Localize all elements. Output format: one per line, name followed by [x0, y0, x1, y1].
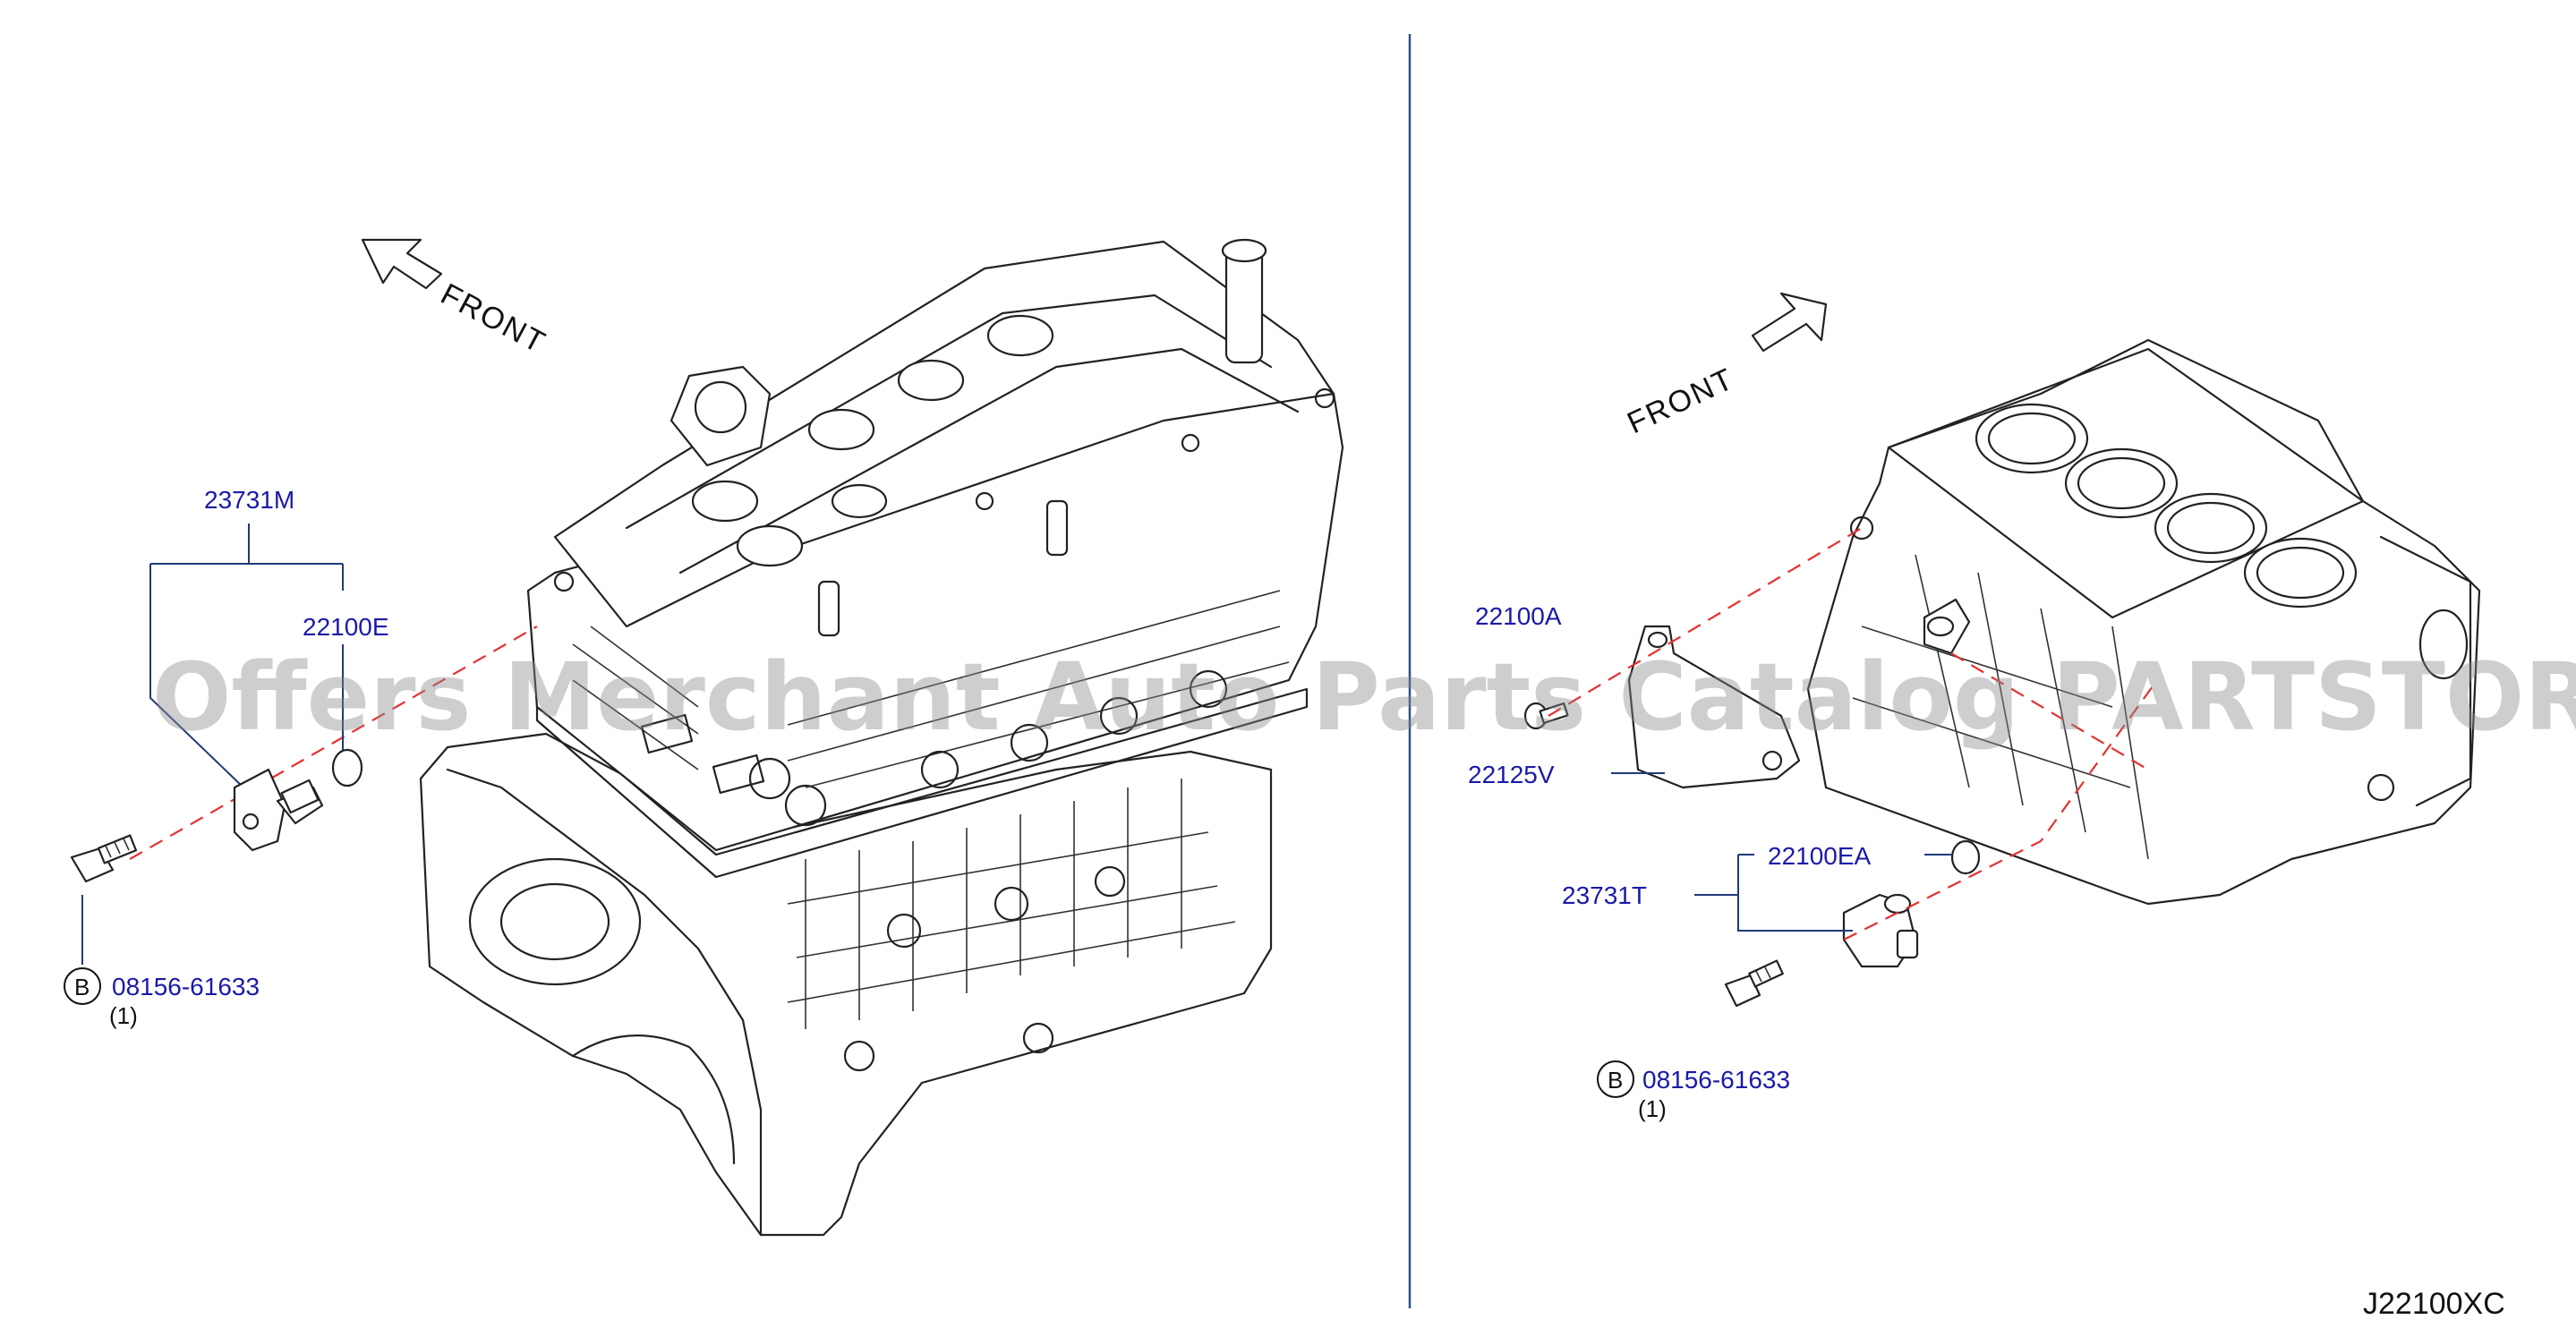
right-bolt-qty: (1) [1638, 1095, 1667, 1122]
crank-bore [468, 857, 642, 986]
right-install-line-block [1950, 652, 2149, 770]
label-22125V: 22125V [1468, 761, 1555, 788]
label-08156-61633-left: 08156-61633 [112, 973, 260, 1000]
right-front-label: FRONT [1622, 362, 1739, 440]
cylinder-block [1806, 338, 2481, 906]
right-bracket [1627, 625, 1801, 789]
left-front-label: FRONT [435, 277, 551, 361]
bore-2 [2064, 447, 2179, 519]
left-bolt-badge: B [74, 974, 90, 1000]
right-front-arrow-icon [1751, 292, 1828, 353]
right-leader-bracket [1611, 772, 1951, 932]
label-22100EA: 22100EA [1768, 842, 1872, 870]
right-cam-sensor [1842, 893, 1919, 968]
engine-assembly [419, 238, 1344, 1237]
block-deck [1887, 347, 2365, 619]
label-08156-61633-right: 08156-61633 [1642, 1066, 1790, 1094]
right-bolt-badge: B [1608, 1067, 1623, 1094]
left-bolt [70, 834, 138, 883]
right-bolt [1724, 959, 1784, 1008]
bore-1 [1975, 403, 2089, 474]
oil-filler-cap [670, 365, 772, 467]
cylinder-block-outline [1806, 338, 2481, 906]
label-22100A: 22100A [1475, 602, 1562, 630]
block-front-face [446, 768, 763, 1237]
left-install-line [129, 626, 538, 860]
crank-bore-inner [499, 882, 610, 961]
diagram-code: J22100XC [2363, 1287, 2505, 1321]
left-leader-bracket [149, 524, 344, 788]
left-bolt-qty: (1) [109, 1002, 138, 1029]
right-bolt-badge-icon [1597, 1060, 1634, 1098]
bore-3 [2154, 492, 2268, 564]
right-install-line-bolt [1548, 527, 1863, 717]
watermark: Offers Merchant Auto Parts Catalog PARTS… [152, 643, 2576, 752]
right-o-ring [1950, 839, 1981, 875]
left-cam-sensor [233, 768, 324, 852]
label-22100E: 22100E [303, 613, 389, 641]
left-bolt-badge-icon [64, 967, 101, 1005]
left-o-ring [331, 748, 363, 787]
label-23731M: 23731M [204, 486, 294, 514]
right-install-line-sensor [1843, 679, 2158, 941]
bore-4 [2243, 537, 2358, 609]
block-bosses [787, 831, 1236, 1003]
oil-pan-arch [571, 1034, 736, 1165]
left-front-arrow-icon [361, 238, 443, 290]
block-ribs [805, 779, 1182, 1029]
label-23731T: 23731T [1562, 881, 1647, 909]
